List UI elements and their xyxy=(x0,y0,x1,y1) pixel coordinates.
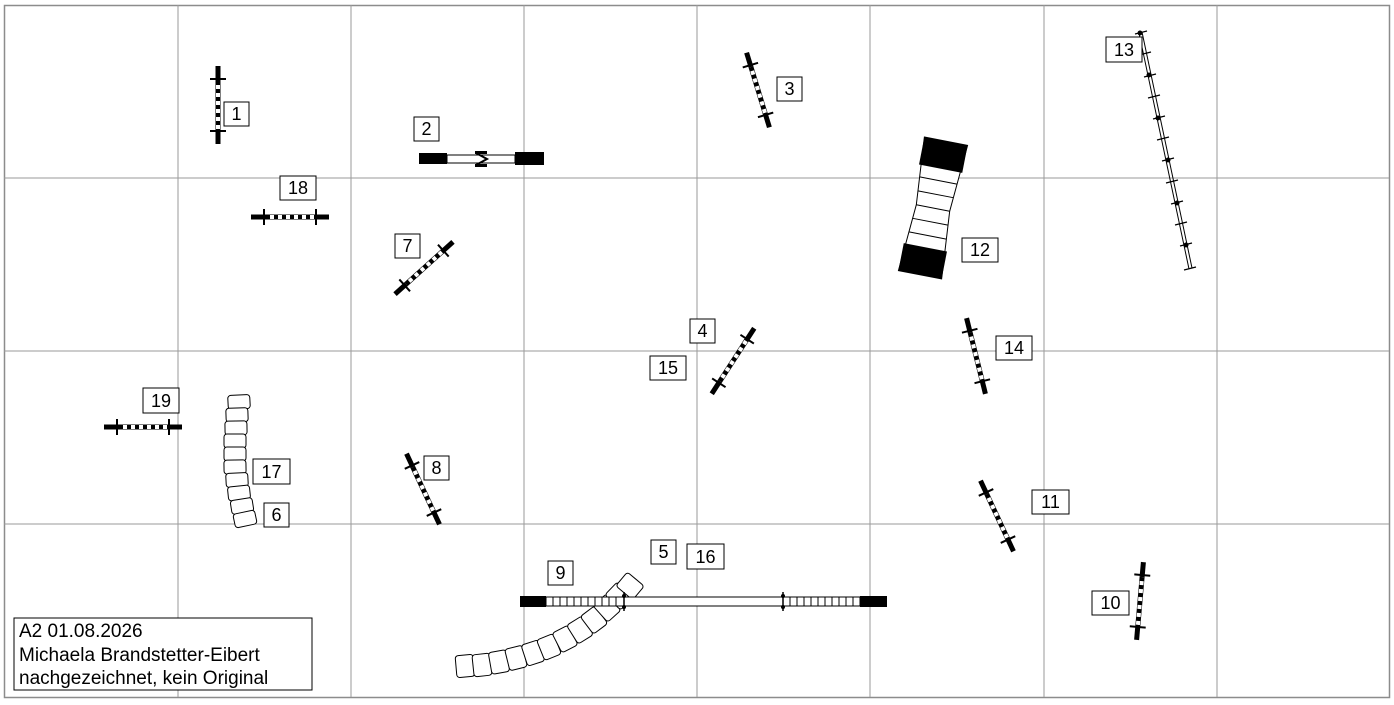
label-18: 18 xyxy=(279,175,317,201)
label-7-text: 7 xyxy=(402,236,412,256)
label-6-text: 6 xyxy=(271,505,281,525)
legend-box: A2 01.08.2026 Michaela Brandstetter-Eibe… xyxy=(13,617,313,691)
label-11: 11 xyxy=(1031,489,1070,515)
number-labels: 1 2 3 4 5 6 7 8 xyxy=(142,36,1143,616)
label-7: 7 xyxy=(394,233,421,259)
label-9-text: 9 xyxy=(555,563,565,583)
obstacle-2-seesaw xyxy=(419,151,544,167)
label-9: 9 xyxy=(547,560,574,586)
label-13-text: 13 xyxy=(1114,40,1134,60)
label-8: 8 xyxy=(423,455,450,481)
legend-line-2: Michaela Brandstetter-Eibert xyxy=(19,645,260,666)
hurdle-19 xyxy=(104,419,182,435)
label-12: 12 xyxy=(961,237,999,263)
legend-line-3: nachgezeichnet, kein Original xyxy=(19,668,268,689)
hurdle-7 xyxy=(393,240,455,296)
legend-line-1: A2 01.08.2026 xyxy=(19,621,143,642)
label-15-text: 15 xyxy=(658,358,678,378)
label-10-text: 10 xyxy=(1100,593,1120,613)
label-5: 5 xyxy=(650,539,677,565)
label-3-text: 3 xyxy=(784,79,794,99)
label-1-text: 1 xyxy=(231,104,241,124)
obstacle-12-aframe xyxy=(897,136,969,280)
hurdle-18 xyxy=(251,209,329,225)
obstacle-13-weave-poles xyxy=(1134,30,1197,271)
hurdle-10 xyxy=(1129,561,1151,641)
obstacle-5-16-dogwalk xyxy=(520,592,887,611)
hurdle-1 xyxy=(210,66,226,144)
obstacle-17-6-tunnel xyxy=(223,394,258,529)
label-5-text: 5 xyxy=(658,542,668,562)
label-3: 3 xyxy=(776,76,803,102)
label-11-text: 11 xyxy=(1041,492,1060,512)
label-16: 16 xyxy=(686,543,725,570)
label-17: 17 xyxy=(252,458,291,485)
hurdle-8 xyxy=(404,452,442,526)
hurdle-11 xyxy=(978,479,1016,553)
label-1: 1 xyxy=(223,101,250,127)
label-12-text: 12 xyxy=(970,240,990,260)
label-4: 4 xyxy=(689,318,716,344)
course-grid xyxy=(3,4,1391,699)
label-14: 14 xyxy=(995,335,1033,361)
label-19: 19 xyxy=(142,387,180,414)
label-10: 10 xyxy=(1091,590,1130,616)
label-4-text: 4 xyxy=(697,321,707,341)
label-19-text: 19 xyxy=(151,391,171,411)
hurdle-3 xyxy=(742,51,774,129)
label-13: 13 xyxy=(1105,36,1143,63)
label-6: 6 xyxy=(263,502,290,528)
label-16-text: 16 xyxy=(695,547,715,567)
hurdle-14 xyxy=(961,317,991,395)
hurdle-4-15 xyxy=(709,326,757,396)
label-2-text: 2 xyxy=(421,119,431,139)
obstacle-9-tunnel xyxy=(454,572,644,678)
label-2: 2 xyxy=(413,116,440,142)
label-15: 15 xyxy=(649,355,687,381)
label-14-text: 14 xyxy=(1004,338,1024,358)
label-18-text: 18 xyxy=(288,178,308,198)
label-17-text: 17 xyxy=(261,462,281,482)
label-8-text: 8 xyxy=(431,458,441,478)
